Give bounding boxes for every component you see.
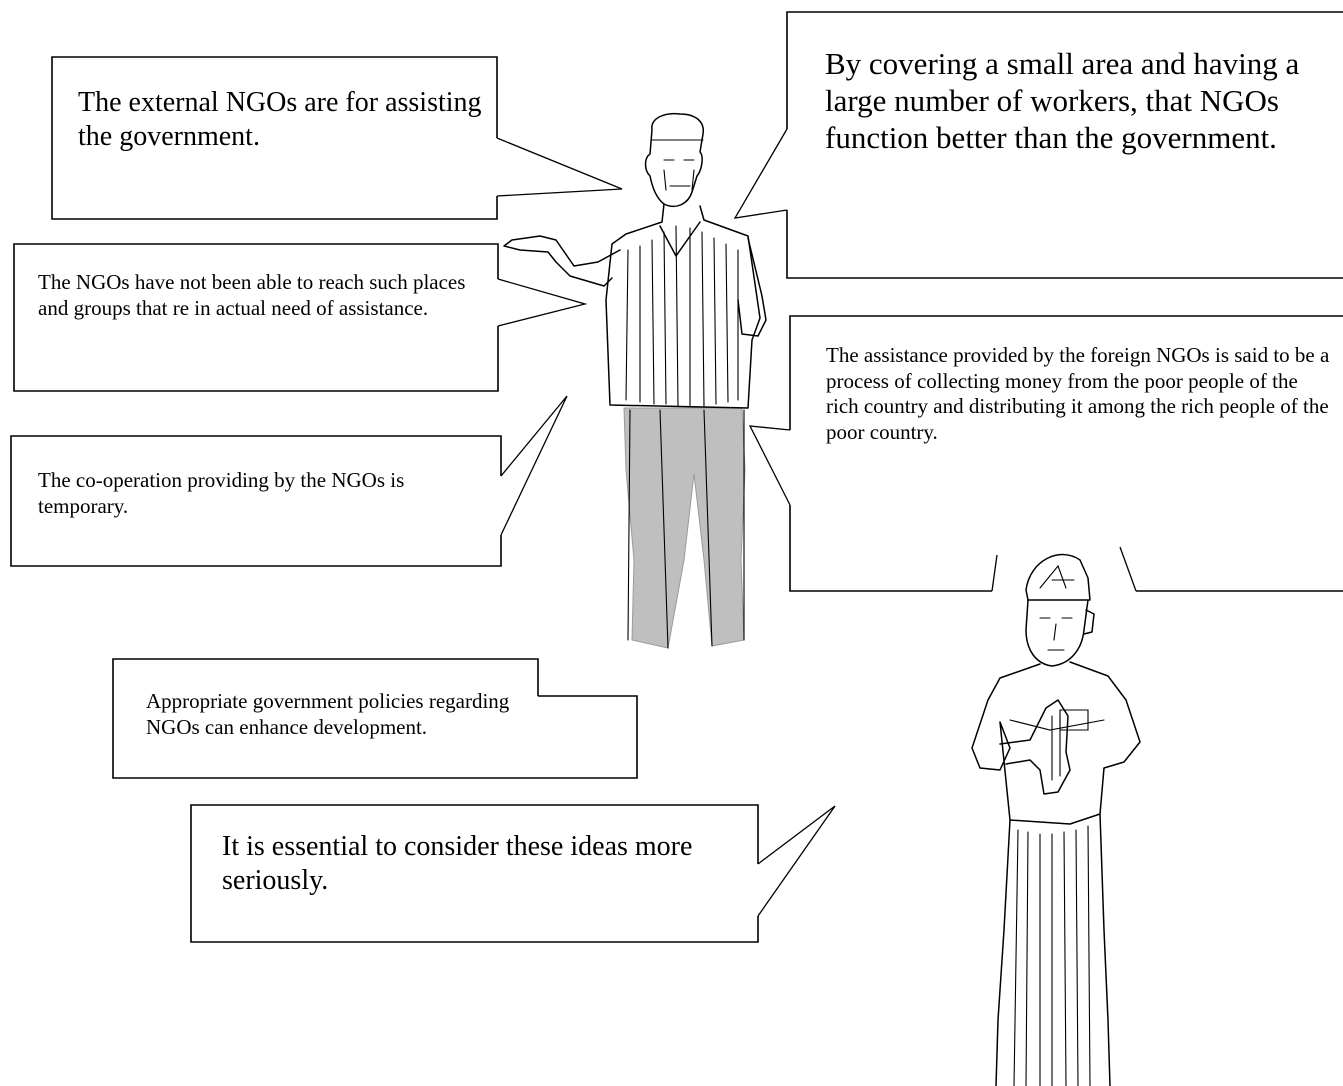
bubble-foreign-assistance-text: The assistance provided by the foreign N… [826, 343, 1330, 444]
bubble-external-ngos-frame [51, 56, 623, 220]
bubble-policies-text: Appropriate government policies regardin… [146, 689, 510, 739]
man-with-cap-figure [971, 553, 1141, 1086]
bubble-essential-frame [190, 804, 836, 943]
bubble-small-area-text: By covering a small area and having a la… [825, 46, 1300, 156]
bubble-temporary-text: The co-operation providing by the NGOs i… [38, 468, 405, 518]
bubble-not-reached-frame [13, 243, 588, 392]
bubble-not-reached-text: The NGOs have not been able to reach suc… [38, 270, 466, 320]
bubble-temporary-frame [10, 395, 568, 567]
bubble-external-ngos-text: The external NGOs are for assisting the … [78, 87, 482, 153]
bubble-essential-text: It is essential to consider these ideas … [222, 831, 693, 897]
bubble-policies-frame [112, 658, 638, 779]
bubble-foreign-assistance-frame [748, 315, 1343, 592]
bubble-small-area-frame [733, 11, 1343, 279]
standing-man-gesturing-figure [503, 112, 767, 649]
